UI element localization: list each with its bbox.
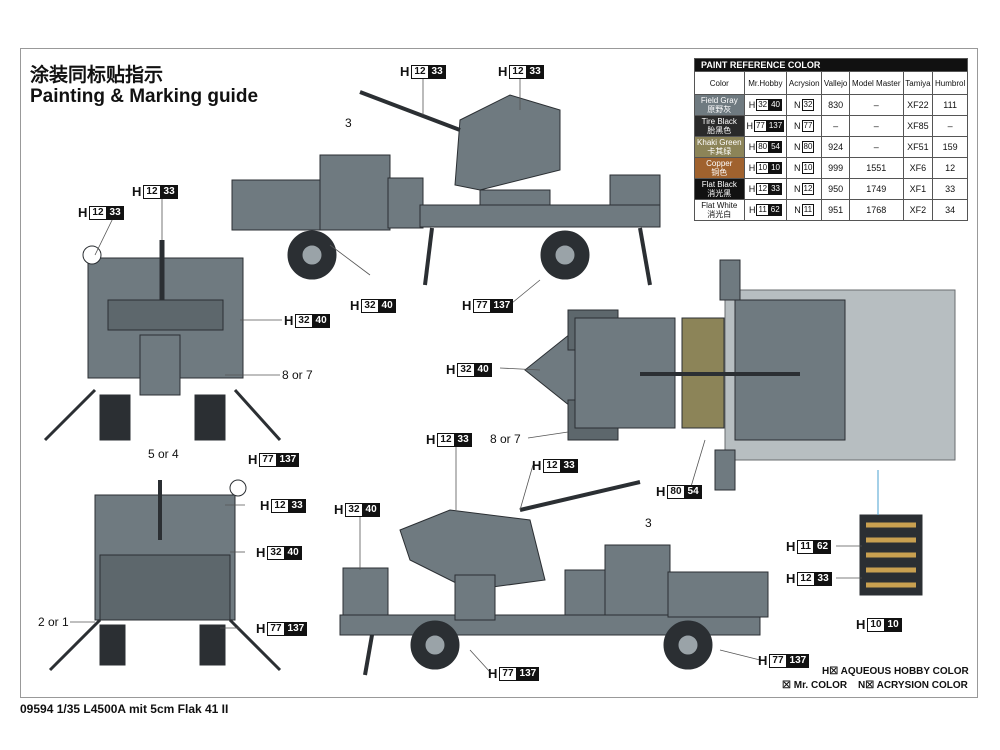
col-header-color: Color (694, 71, 745, 95)
front-view-top (43, 240, 282, 442)
legend-acrysion: N☒ ACRYSION COLOR (858, 680, 968, 691)
col-header-humbrol: Humbrol (932, 71, 968, 95)
top-view (524, 259, 956, 491)
col-header-tamiya: Tamiya (902, 71, 934, 95)
decal-number: 2 or 1 (38, 615, 69, 629)
title-english: Painting & Marking guide (30, 86, 259, 107)
rear-view (48, 479, 282, 672)
decal-number: 8 or 7 (490, 432, 521, 446)
col-header-mrhobby: Mr.Hobby (743, 71, 788, 95)
legend-aqueous: H☒ AQUEOUS HOBBY COLOR (822, 666, 969, 677)
decal-number: 5 or 4 (148, 447, 179, 461)
table-caption: PAINT REFERENCE COLOR (694, 58, 968, 72)
legend-mr-color: ☒ Mr. COLOR (782, 680, 848, 691)
title-chinese: 涂装同标贴指示 (30, 64, 164, 86)
leader-lines (70, 73, 862, 673)
col-header-vallejo: Vallejo (821, 71, 850, 95)
decal-number: 3 (345, 116, 352, 130)
side-view-bottom (339, 480, 769, 676)
decal-number: 3 (645, 516, 652, 530)
ammo-clip-drawing (859, 470, 923, 596)
side-view-top (231, 90, 661, 286)
col-header-model-master: Model Master (848, 71, 904, 95)
paint-reference-table: PAINT REFERENCE COLOR Color Mr.Hobby Acr… (694, 58, 968, 221)
product-footer: 09594 1/35 L4500A mit 5cm Flak 41 II (20, 702, 229, 716)
col-header-acrysion: Acrysion (786, 71, 823, 95)
decal-number: 8 or 7 (282, 368, 313, 382)
